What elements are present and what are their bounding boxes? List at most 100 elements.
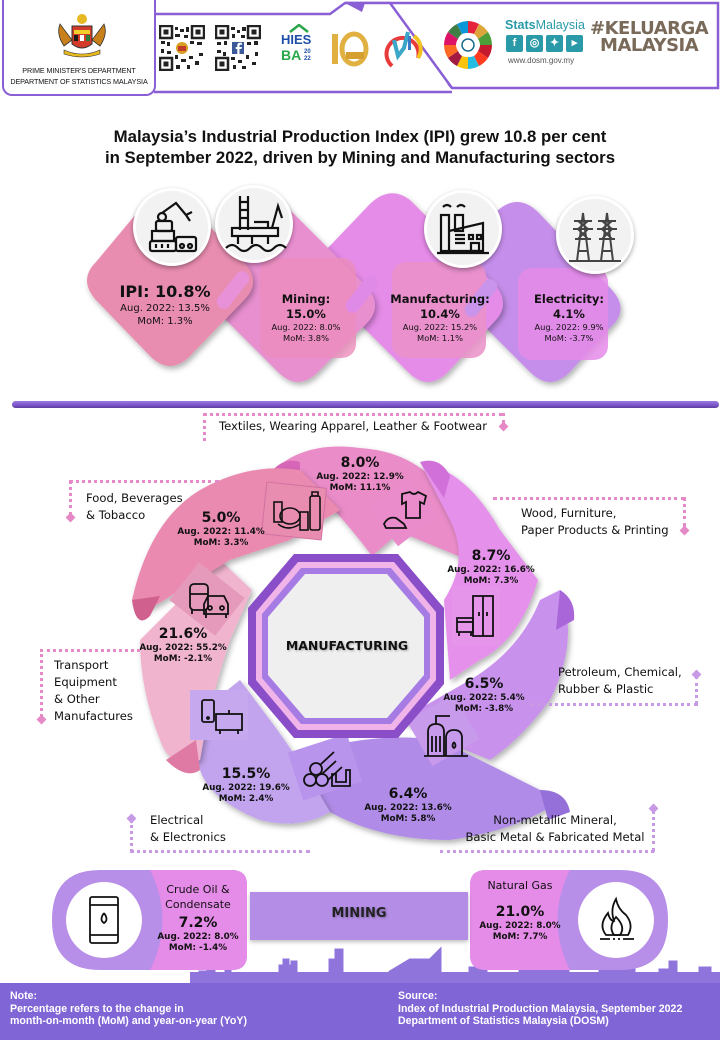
source-line-1: Index of Industrial Production Malaysia,… <box>398 1002 683 1015</box>
textiles-leader-marker <box>498 421 509 432</box>
source-line-2: Department of Statistics Malaysia (DOSM) <box>398 1015 609 1027</box>
ipi-card <box>87 190 253 366</box>
wood-leader-v <box>683 497 686 527</box>
manufacturing-aug: Aug. 2022: 15.2% <box>402 322 478 332</box>
petroleum-aug: Aug. 2022: 5.4% <box>443 693 525 703</box>
petroleum-value: 6.5% <box>464 676 504 692</box>
textiles-aug: Aug. 2022: 12.9% <box>316 472 404 482</box>
vehicles-icon <box>189 583 229 618</box>
ipi-value: IPI: 10.8% <box>119 282 211 301</box>
transport-aug: Aug. 2022: 55.2% <box>139 643 227 653</box>
hies-logo: HIES BA 20 22 <box>278 23 320 69</box>
note-line-2: month-on-month (MoM) and year-on-year (Y… <box>10 1015 247 1027</box>
transport-label-line-4: Manufactures <box>54 709 133 723</box>
source-title: Source: <box>398 990 438 1002</box>
electrical-leader-v <box>130 820 133 852</box>
metal-label-line-2: Basic Metal & Fabricated Metal <box>465 830 645 844</box>
transport-label: Transport Equipment & Other Manufactures <box>54 657 133 725</box>
facebook-icon[interactable]: f <box>506 35 523 52</box>
electricity-aug: Aug. 2022: 9.9% <box>534 322 604 332</box>
electrical-aug: Aug. 2022: 19.6% <box>202 783 290 793</box>
transport-label-line-1: Transport <box>54 658 109 672</box>
wood-label: Wood, Furniture, Paper Products & Printi… <box>521 505 669 539</box>
stats-brand-rest: Malaysia <box>535 18 585 32</box>
food-aug: Aug. 2022: 11.4% <box>177 527 265 537</box>
wood-aug: Aug. 2022: 16.6% <box>447 565 535 575</box>
metal-aug: Aug. 2022: 13.6% <box>364 803 452 813</box>
manufacturing-mom: MoM: 1.1% <box>417 333 463 343</box>
website-link[interactable]: www.dosm.gov.my <box>508 56 575 65</box>
electrical-values: 15.5% Aug. 2022: 19.6% MoM: 2.4% <box>200 766 292 805</box>
wood-ribbon <box>420 462 538 680</box>
svg-text:HIES: HIES <box>281 32 312 47</box>
transport-leader <box>40 649 140 652</box>
electricity-value: 4.1% <box>553 307 585 321</box>
mining-card-text: Mining: 15.0% Aug. 2022: 8.0% MoM: 3.8% <box>262 292 350 344</box>
textiles-leader-v2 <box>502 413 505 423</box>
metal-ribbon <box>290 737 560 840</box>
crude-oil-label-line-1: Crude Oil & <box>166 883 230 896</box>
crude-oil-values: Crude Oil & Condensate 7.2% Aug. 2022: 8… <box>152 882 244 954</box>
petroleum-values: 6.5% Aug. 2022: 5.4% MoM: -3.8% <box>440 676 528 715</box>
food-values: 5.0% Aug. 2022: 11.4% MoM: 3.3% <box>175 510 267 549</box>
stats-malaysia-brand: StatsMalaysia <box>505 18 585 32</box>
petroleum-leader <box>530 703 698 706</box>
furniture-icon <box>456 595 494 637</box>
crude-oil-aug: Aug. 2022: 8.0% <box>157 932 239 942</box>
note-title: Note: <box>10 990 38 1002</box>
natural-gas-mom: MoM: 7.7% <box>492 932 548 942</box>
power-tower-icon <box>569 212 621 262</box>
mining-center-label: MINING <box>331 906 387 921</box>
transport-label-line-3: & Other <box>54 692 100 706</box>
food-mom: MoM: 3.3% <box>193 538 249 548</box>
electrical-label: Electrical & Electronics <box>150 812 226 846</box>
wood-leader <box>493 497 685 500</box>
dosm-10-years-logo-icon <box>332 31 369 67</box>
petroleum-label: Petroleum, Chemical, Rubber & Plastic <box>558 664 682 698</box>
dosm-logo-box: PRIME MINISTER'S DEPARTMENT DEPARTMENT O… <box>2 0 156 96</box>
instagram-icon[interactable]: ◎ <box>526 35 543 52</box>
footer: Note: Percentage refers to the change in… <box>0 983 720 1040</box>
transport-values: 21.6% Aug. 2022: 55.2% MoM: -2.1% <box>137 626 229 665</box>
page-title-line-2: in September 2022, driven by Mining and … <box>104 148 616 167</box>
metal-label: Non-metallic Mineral, Basic Metal & Fabr… <box>462 812 648 846</box>
natural-gas-aug: Aug. 2022: 8.0% <box>479 921 561 931</box>
qr-code-website-icon[interactable] <box>159 25 205 71</box>
mining-graphic <box>52 870 720 985</box>
electricity-label: Electricity: <box>534 292 604 306</box>
mining-center-bar <box>250 892 468 940</box>
refinery-icon <box>424 715 468 757</box>
twitter-icon[interactable]: ✦ <box>546 35 563 52</box>
wood-label-line-1: Wood, Furniture, <box>521 506 617 520</box>
oil-rig-icon <box>225 196 287 253</box>
textiles-values: 8.0% Aug. 2022: 12.9% MoM: 11.1% <box>315 455 405 494</box>
youtube-icon[interactable]: ▸ <box>566 35 583 52</box>
crude-oil-label-line-2: Condensate <box>165 898 231 911</box>
electrical-value: 15.5% <box>221 766 271 782</box>
textiles-value: 8.0% <box>340 455 380 471</box>
header-frame <box>150 1 720 94</box>
stats-brand-bold: Stats <box>505 18 536 32</box>
electricity-mom: MoM: -3.7% <box>544 333 594 343</box>
wood-values: 8.7% Aug. 2022: 16.6% MoM: 7.3% <box>446 548 536 587</box>
textiles-leader-v <box>203 413 206 441</box>
wood-mom: MoM: 7.3% <box>463 576 519 586</box>
qr-code-facebook-icon[interactable] <box>215 25 261 71</box>
mining-icon-circle <box>215 185 293 263</box>
food-leader-v <box>69 480 72 516</box>
mining-mom: MoM: 3.8% <box>283 333 329 343</box>
malaysia-crest-icon <box>58 14 106 58</box>
ipi-mom: MoM: 1.3% <box>137 316 193 327</box>
mining-label: Mining: <box>281 292 331 306</box>
food-leader <box>69 480 219 483</box>
section-divider <box>12 401 719 408</box>
sdg-wheel-icon <box>444 21 492 69</box>
flame-icon <box>600 896 634 940</box>
note-line-1: Percentage refers to the change in <box>10 1002 184 1015</box>
petroleum-leader-v <box>695 676 698 704</box>
food-value: 5.0% <box>201 510 241 526</box>
org-line-2: DEPARTMENT OF STATISTICS MALAYSIA <box>10 77 148 86</box>
electrical-leader <box>130 850 310 853</box>
textiles-label: Textiles, Wearing Apparel, Leather & Foo… <box>219 419 487 433</box>
crude-oil-value: 7.2% <box>178 915 218 931</box>
